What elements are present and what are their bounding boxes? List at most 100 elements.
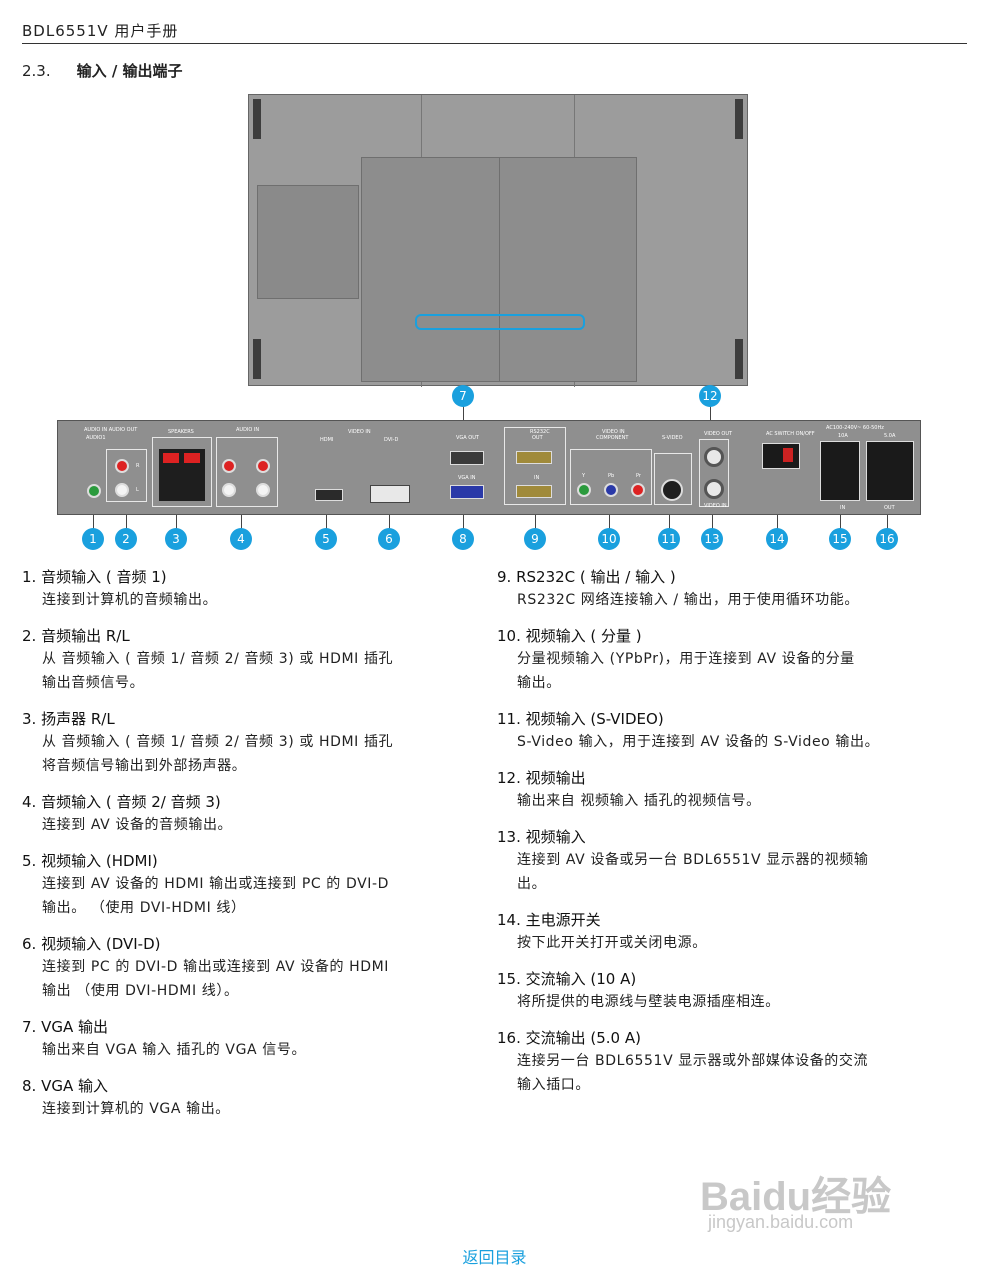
item-title: 14. 主电源开关	[497, 911, 601, 929]
item-title: 4. 音频输入 ( 音频 2/ 音频 3)	[22, 793, 221, 811]
item-desc: 将所提供的电源线与壁装电源插座相连。	[517, 994, 780, 1010]
section-number: 2.3.	[22, 62, 51, 80]
item-desc: RS232C 网络连接输入 / 输出，用于使用循环功能。	[517, 592, 859, 608]
audio2-r-jack	[222, 459, 236, 473]
panel-label-audio1: AUDIO1	[86, 435, 106, 441]
label-r: R	[136, 463, 140, 469]
rear-center-panel	[361, 157, 637, 382]
item-desc: S-Video 输入，用于连接到 AV 设备的 S-Video 输出。	[517, 734, 880, 750]
rear-seam	[499, 158, 500, 381]
panel-label-in: IN	[534, 475, 540, 481]
item-desc: 输入插口。	[517, 1077, 590, 1093]
display-rear-illustration	[248, 94, 748, 387]
bracket	[253, 339, 261, 379]
item-desc: 输出。	[517, 675, 561, 691]
callout-line	[609, 515, 610, 529]
callout-line	[669, 515, 670, 529]
item-title: 6. 视频输入 (DVI-D)	[22, 935, 161, 953]
rear-vent-panel	[257, 185, 359, 299]
callout-line	[712, 515, 713, 529]
callout-6: 6	[378, 528, 400, 550]
audio3-r-jack	[256, 459, 270, 473]
bracket	[735, 99, 743, 139]
vga-in-port	[450, 485, 484, 499]
callout-10: 10	[598, 528, 620, 550]
audio-in-group	[216, 437, 278, 507]
rs232c-out-port	[516, 451, 552, 464]
panel-label-svideo: S-VIDEO	[662, 435, 683, 441]
component-y-jack	[577, 483, 591, 497]
callout-8: 8	[452, 528, 474, 550]
item-desc: 将音频信号输出到外部扬声器。	[42, 758, 247, 774]
item-desc: 从 音频输入 ( 音频 1/ 音频 2/ 音频 3) 或 HDMI 插孔	[42, 734, 394, 750]
component-group	[570, 449, 652, 505]
item-title: 9. RS232C ( 输出 / 输入 )	[497, 568, 676, 586]
callout-line	[389, 515, 390, 529]
callout-line	[463, 515, 464, 529]
item-desc: 出。	[517, 876, 547, 892]
panel-label-10a: 10A	[838, 433, 848, 439]
list-item: 15. 交流输入 (10 A) 将所提供的电源线与壁装电源插座相连。	[497, 968, 957, 1014]
callout-2: 2	[115, 528, 137, 550]
label-pr: Pr	[636, 473, 641, 479]
item-desc: 连接到计算机的 VGA 输出。	[42, 1101, 230, 1117]
panel-label-component: COMPONENT	[596, 435, 629, 441]
list-item: 6. 视频输入 (DVI-D) 连接到 PC 的 DVI-D 输出或连接到 AV…	[22, 933, 482, 1003]
callout-14: 14	[766, 528, 788, 550]
callout-5: 5	[315, 528, 337, 550]
callout-line	[777, 515, 778, 529]
panel-label-ac-out: OUT	[884, 505, 895, 511]
page-header: BDL6551V 用户手册	[22, 22, 179, 40]
io-highlight-box	[415, 314, 585, 330]
audio1-in-jack	[87, 484, 101, 498]
panel-label-ac-rating: AC100-240V~ 60-50Hz	[826, 425, 884, 431]
callout-13: 13	[701, 528, 723, 550]
video-in-jack	[704, 479, 724, 499]
component-pr-jack	[631, 483, 645, 497]
audio3-l-jack	[256, 483, 270, 497]
component-pb-jack	[604, 483, 618, 497]
audio2-l-jack	[222, 483, 236, 497]
list-item: 9. RS232C ( 输出 / 输入 ) RS232C 网络连接输入 / 输出…	[497, 566, 957, 612]
panel-label-vga-in: VGA IN	[458, 475, 476, 481]
panel-label-video-in: VIDEO IN	[348, 429, 371, 435]
back-to-toc-link[interactable]: 返回目录	[462, 1248, 527, 1267]
watermark-brand: Baidu经验	[700, 1175, 892, 1219]
panel-label-5a: 5.0A	[884, 433, 896, 439]
section-heading: 输入 / 输出端子	[76, 62, 183, 80]
item-desc: 连接到 AV 设备的音频输出。	[42, 817, 233, 833]
list-item: 7. VGA 输出 输出来自 VGA 输入 插孔的 VGA 信号。	[22, 1016, 482, 1062]
speaker-terminals	[159, 449, 205, 501]
list-item: 16. 交流输出 (5.0 A) 连接另一台 BDL6551V 显示器或外部媒体…	[497, 1027, 957, 1097]
callout-line	[840, 515, 841, 529]
list-item: 11. 视频输入 (S-VIDEO) S-Video 输入，用于连接到 AV 设…	[497, 708, 957, 754]
item-title: 1. 音频输入 ( 音频 1)	[22, 568, 167, 586]
video-out-jack	[704, 447, 724, 467]
vga-out-port	[450, 451, 484, 465]
header-rule	[22, 43, 967, 44]
panel-label-hdmi: HDMI	[320, 437, 334, 443]
speakers-group	[152, 437, 212, 507]
callout-15: 15	[829, 528, 851, 550]
item-desc: 连接到计算机的音频输出。	[42, 592, 218, 608]
item-title: 2. 音频输出 R/L	[22, 627, 130, 645]
svideo-port	[661, 479, 683, 501]
callout-9: 9	[524, 528, 546, 550]
item-desc: 从 音频输入 ( 音频 1/ 音频 2/ 音频 3) 或 HDMI 插孔	[42, 651, 394, 667]
callout-16: 16	[876, 528, 898, 550]
callout-line	[126, 515, 127, 529]
baidu-watermark: Baidu经验 jingyan.baidu.com	[700, 1160, 940, 1240]
callout-line	[887, 515, 888, 529]
callout-11: 11	[658, 528, 680, 550]
rear-seam	[421, 95, 422, 157]
item-title: 10. 视频输入 ( 分量 )	[497, 627, 642, 645]
item-title: 3. 扬声器 R/L	[22, 710, 115, 728]
item-title: 15. 交流输入 (10 A)	[497, 970, 637, 988]
panel-label-vga-out: VGA OUT	[456, 435, 479, 441]
callout-line	[463, 406, 464, 428]
hdmi-port	[315, 489, 343, 501]
list-item: 10. 视频输入 ( 分量 ) 分量视频输入 (YPbPr)，用于连接到 AV …	[497, 625, 957, 695]
callout-line	[326, 515, 327, 529]
label-l: L	[136, 487, 139, 493]
connector-panel: AUDIO IN AUDIO OUT AUDIO1 R L SPEAKERS A…	[57, 420, 921, 515]
